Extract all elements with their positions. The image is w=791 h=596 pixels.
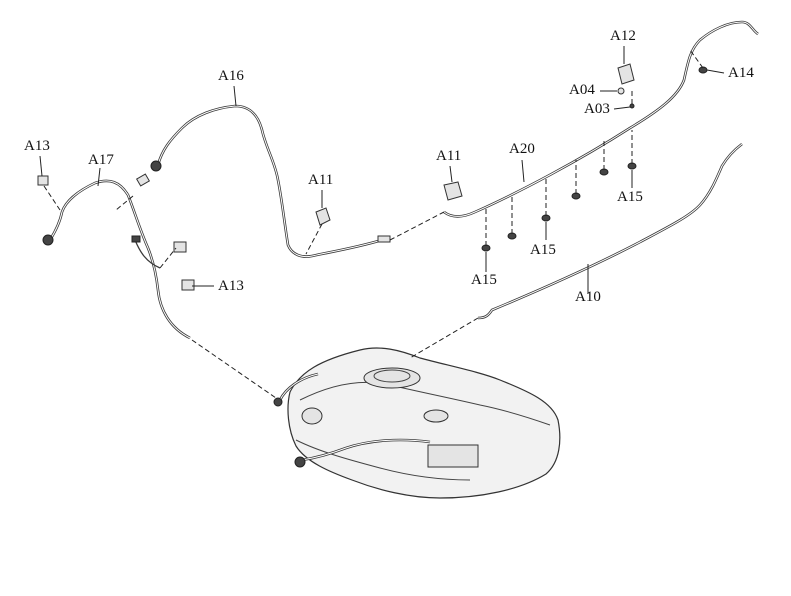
a11-clip-right [443,181,463,201]
dashed-connectors [43,49,704,399]
callout-a10: A10 [575,289,601,305]
callout-a15-mid: A15 [530,242,556,258]
a20-fuel-line [443,20,759,218]
a13-clip-bottom [181,279,195,291]
callout-a11-left: A11 [308,172,334,188]
callout-a13-top: A13 [24,138,50,154]
callout-a04: A04 [569,82,595,98]
fuel-tank [273,347,561,499]
callout-a13-bottom: A13 [218,278,244,294]
callout-a12: A12 [610,28,636,44]
leader-lines [39,46,725,294]
callout-a03: A03 [584,101,610,117]
a17-vapor-hose [42,173,191,340]
callout-a20: A20 [509,141,535,157]
a12-bracket [617,63,635,85]
callout-a11-right: A11 [436,148,462,164]
callout-a15-right: A15 [617,189,643,205]
callout-a14: A14 [728,65,754,81]
a13-clip-top [37,175,49,186]
a03-bolt [629,103,635,109]
callout-a16: A16 [218,68,244,84]
callout-a17: A17 [88,152,114,168]
a15-clips [481,162,637,252]
a04-nut [617,87,625,95]
callout-a15-left: A15 [471,272,497,288]
a10-fuel-line [477,142,743,320]
a13-clip-mid [173,241,187,253]
a11-clip-left [315,207,331,226]
a16-vapor-line [150,104,391,258]
